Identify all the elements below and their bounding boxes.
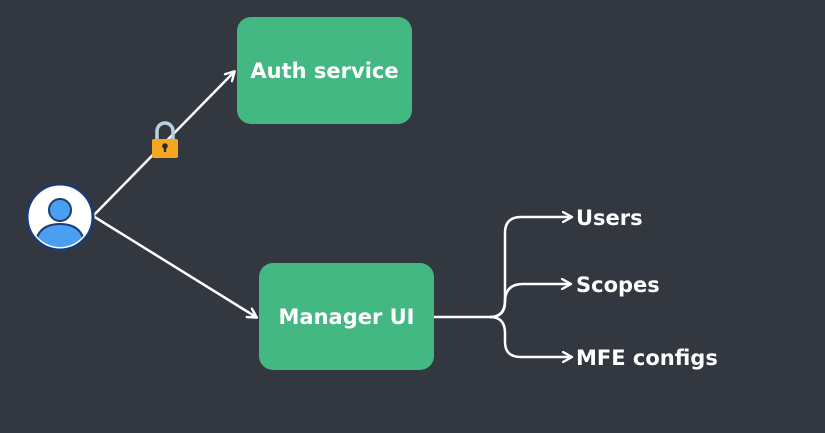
- padlock-icon: [152, 121, 178, 158]
- auth-service-label: Auth service: [250, 59, 398, 83]
- manager-ui-node[interactable]: Manager UI: [259, 263, 434, 370]
- branch-label-scopes: Scopes: [576, 273, 660, 297]
- branch-label-mfe-configs: MFE configs: [576, 346, 718, 370]
- branch-edge-users: [489, 217, 571, 319]
- user-avatar-icon: [25, 182, 95, 252]
- manager-ui-label: Manager UI: [279, 305, 415, 329]
- auth-service-node[interactable]: Auth service: [237, 17, 412, 124]
- branch-label-users: Users: [576, 206, 643, 230]
- edge-user-to-manager-ui: [92, 214, 256, 317]
- branch-edge-scopes: [489, 284, 570, 319]
- branch-edge-mfe-configs: [489, 315, 571, 357]
